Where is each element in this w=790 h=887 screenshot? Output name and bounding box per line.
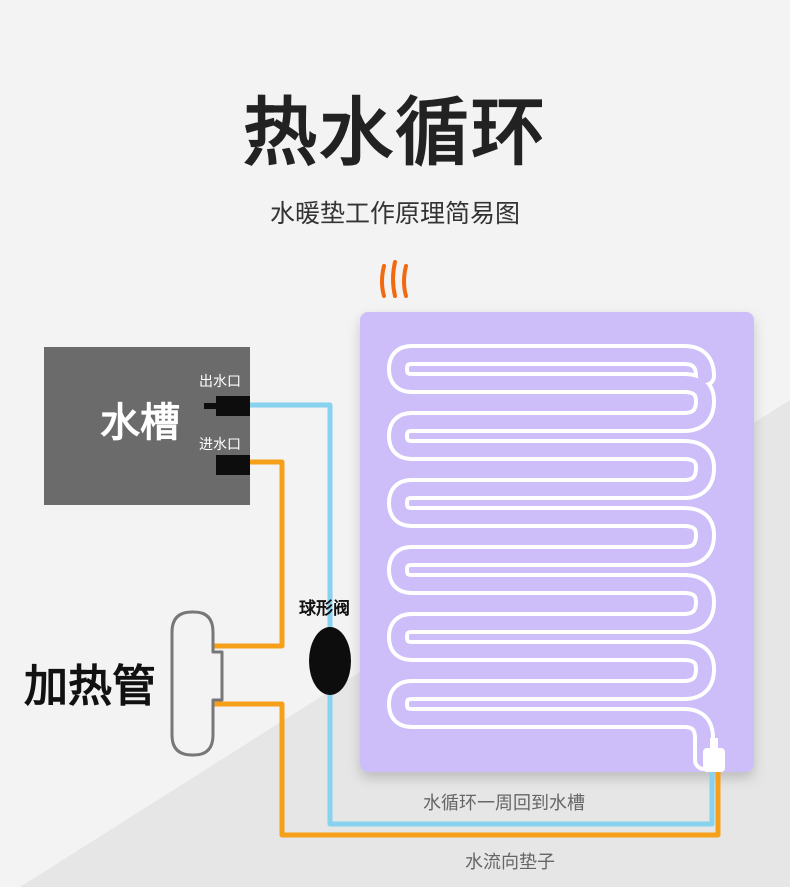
supply-flow-label: 水流向垫子 [465, 852, 555, 873]
outlet-port [216, 396, 250, 416]
ball-valve [309, 627, 351, 695]
return-flow-label: 水循环一周回到水槽 [423, 793, 585, 814]
supply-pipe-orange-lower [213, 701, 721, 838]
valve-label: 球形阀 [299, 599, 350, 619]
tank-label: 水槽 [100, 400, 180, 446]
heat-waves-icon [380, 260, 408, 298]
inlet-label: 进水口 [199, 437, 241, 453]
water-tank [44, 347, 250, 505]
mat-connector [703, 738, 725, 772]
inlet-port [216, 455, 250, 475]
return-pipe-blue [248, 402, 715, 827]
outlet-label: 出水口 [199, 374, 241, 390]
heater-label: 加热管 [24, 661, 156, 712]
outlet-nozzle [204, 403, 220, 409]
supply-pipe-orange-upper [213, 459, 285, 649]
heating-tube [170, 610, 224, 757]
diagram-subtitle: 水暖垫工作原理简易图 [269, 199, 520, 228]
diagram-title: 热水循环 [243, 90, 547, 176]
